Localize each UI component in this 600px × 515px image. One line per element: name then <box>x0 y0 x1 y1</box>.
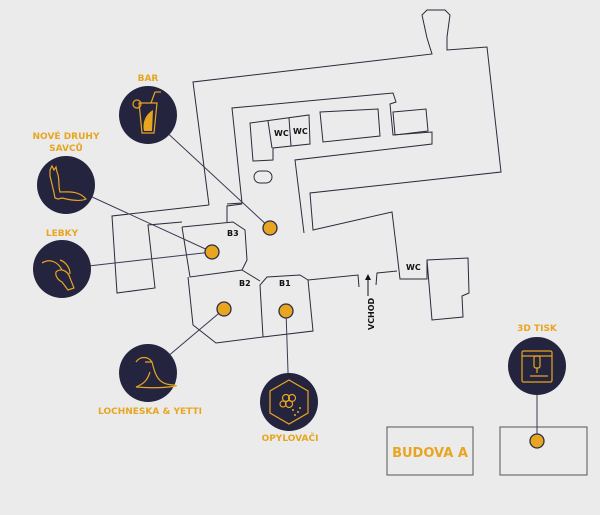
wall <box>267 120 273 149</box>
room-label-wc: WC <box>406 263 421 272</box>
building-a <box>386 426 474 476</box>
wc-block <box>249 114 311 162</box>
skull-icon <box>41 259 75 291</box>
pin-3d-tisk[interactable] <box>529 433 545 449</box>
map-pins <box>204 220 545 449</box>
poi-label: LOCHNESKA & YETTI <box>98 407 202 417</box>
building-a-label: BUDOVA A <box>392 446 468 461</box>
wall <box>288 117 292 147</box>
poi-badge[interactable] <box>260 373 318 431</box>
3d-printer-icon <box>521 350 553 383</box>
inner-courtyard-wall <box>226 92 433 234</box>
room-label-wc: WC <box>274 129 289 138</box>
room-b3-wall <box>181 221 248 278</box>
poi-label: SAVCŮ <box>49 142 83 154</box>
poi-lebky[interactable]: LEBKY <box>33 229 91 298</box>
corridor-wall-east <box>375 270 398 286</box>
poi-label: 3D TISK <box>517 324 558 334</box>
pin-bar[interactable] <box>262 220 278 236</box>
poi-label: LEBKY <box>46 229 79 239</box>
mammal-icon <box>49 164 87 202</box>
room-label-b1: B1 <box>279 279 291 288</box>
pin-b3[interactable] <box>204 244 220 260</box>
poi-nove-druhy-savcu[interactable]: NOVÉ DRUHY SAVCŮ <box>33 130 100 214</box>
main-building-outer-wall <box>192 9 502 321</box>
b3-north-wall <box>226 203 243 222</box>
room-label-wc: WC <box>293 127 308 136</box>
drink-icon <box>132 91 161 134</box>
pollinator-icon <box>269 379 309 425</box>
pin-b2[interactable] <box>216 301 232 317</box>
dinosaur-icon <box>135 356 178 389</box>
building-b <box>499 426 588 476</box>
room-label-b3: B3 <box>227 229 239 238</box>
poi-label: OPYLOVAČI <box>262 432 319 444</box>
poi-badge[interactable] <box>119 344 177 402</box>
entrance-label: VCHOD <box>367 297 376 330</box>
pillar <box>253 170 273 184</box>
room-b2-wall <box>187 274 314 344</box>
poi-label: NOVÉ DRUHY <box>33 130 100 142</box>
poi-lochneska-yetti[interactable]: LOCHNESKA & YETTI <box>98 344 202 417</box>
poi-label: BAR <box>138 74 159 84</box>
west-wing-wall <box>111 204 210 294</box>
floor-plan: B3 B2 B1 WC WC WC VCHOD BUDOVA A <box>111 9 588 476</box>
room <box>319 108 381 143</box>
room-label-b2: B2 <box>239 279 251 288</box>
arrow-up-icon <box>365 274 371 280</box>
room-east <box>392 108 429 136</box>
pin-b1[interactable] <box>278 303 294 319</box>
corridor-wall <box>307 274 360 288</box>
entrance-marker: VCHOD <box>365 274 376 330</box>
poi-badge[interactable] <box>37 156 95 214</box>
poi-opylovaci[interactable]: OPYLOVAČI <box>260 373 318 444</box>
poi-bar[interactable]: BAR <box>119 74 177 144</box>
connector-wall <box>241 269 261 282</box>
poi-badge[interactable] <box>508 337 566 395</box>
poi-3d-tisk[interactable]: 3D TISK <box>508 324 566 395</box>
